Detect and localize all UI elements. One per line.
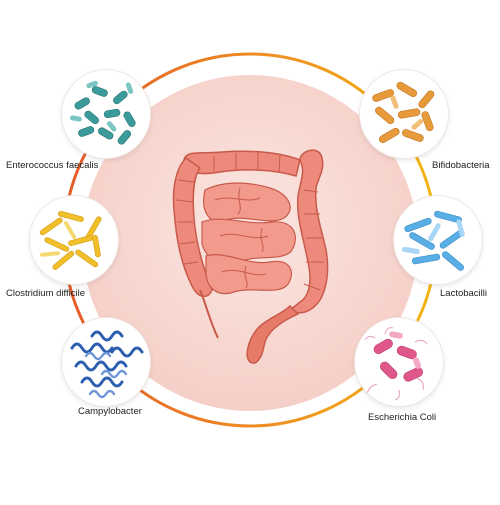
intestine-illustration [172, 149, 329, 364]
label-clostridium-difficile: Clostridium difficile [6, 288, 86, 299]
bubble-bifidobacteria [360, 70, 448, 158]
bubble-escherichia-coli [355, 318, 443, 406]
blue-spiral-bacteria-icon [70, 330, 144, 399]
label-campylobacter: Campylobacter [78, 406, 142, 417]
orange-branched-bacteria-icon [372, 81, 435, 143]
label-escherichia-coli: Escherichia Coli [368, 412, 437, 423]
bubble-enterococcus-faecalis [62, 70, 150, 158]
label-enterococcus-faecalis: Enterococcus faecalis [6, 160, 99, 171]
bubble-clostridium-difficile [30, 196, 118, 284]
label-lactobacilli: Lactobacilli [440, 288, 487, 299]
yellow-rod-bacteria-icon [39, 210, 102, 270]
teal-rod-bacteria-icon [69, 80, 136, 145]
light-blue-rod-bacteria-icon [402, 210, 465, 271]
pink-flagellated-bacteria-icon [364, 327, 428, 401]
label-bifidobacteria: Bifidobacteria [432, 160, 490, 171]
bubble-lactobacilli [394, 196, 482, 284]
bubble-campylobacter [62, 318, 150, 406]
